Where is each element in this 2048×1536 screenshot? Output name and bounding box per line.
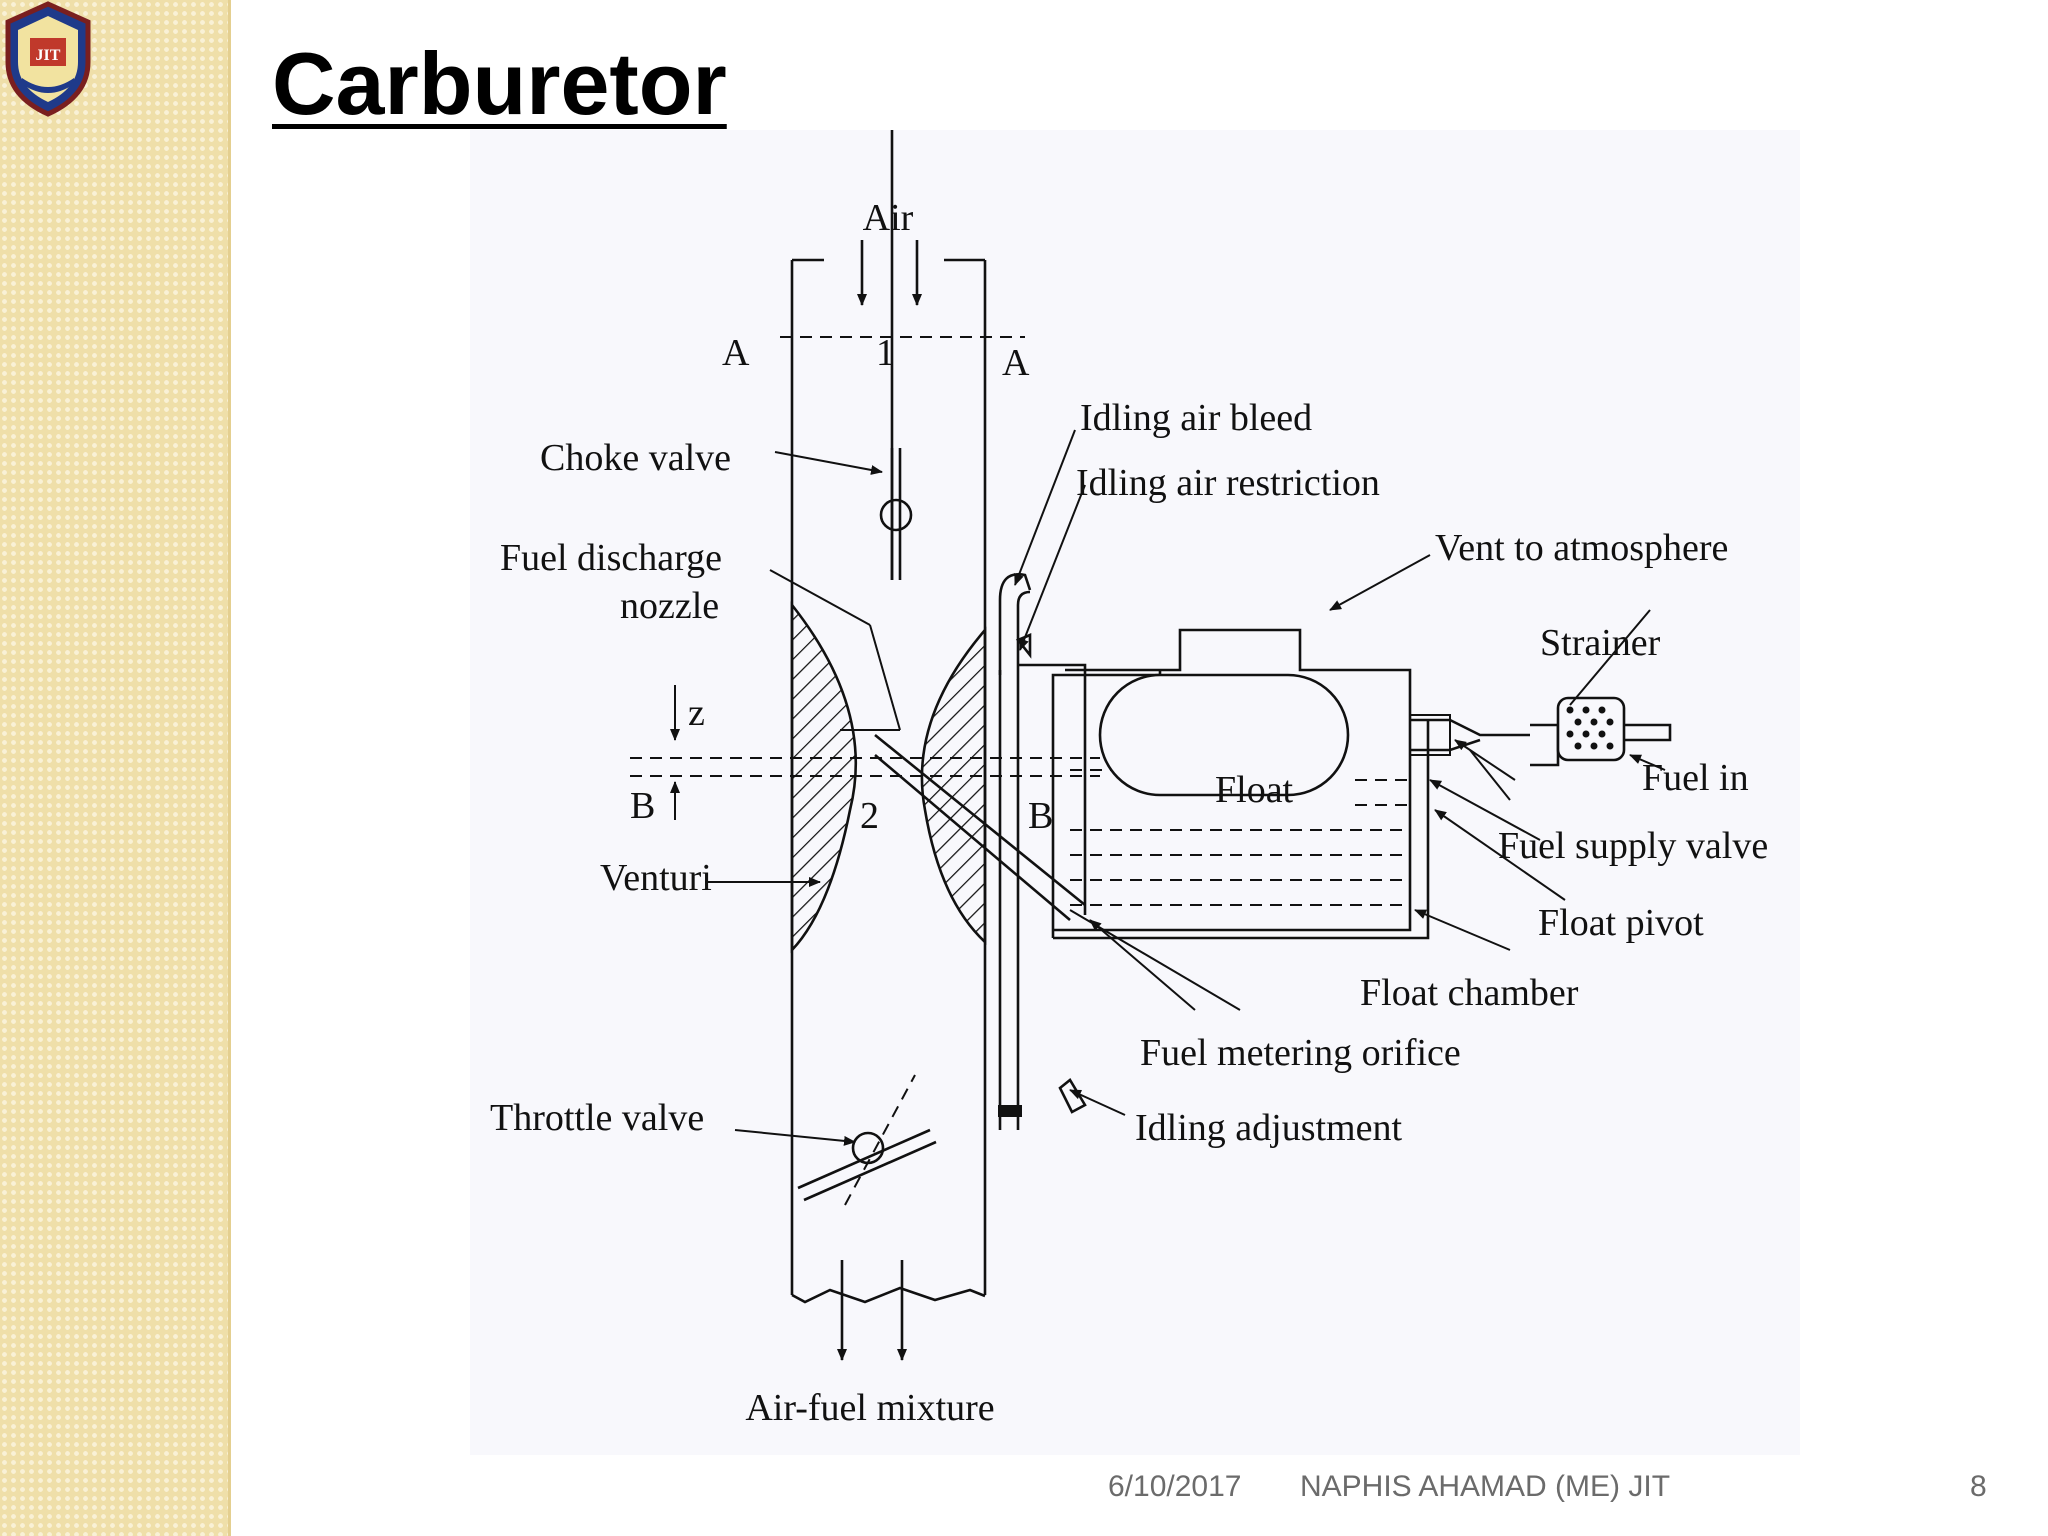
air-fuel-outlet-arrows: [837, 1260, 907, 1361]
label-section-b-right: B: [1028, 795, 1053, 837]
label-idling-adjustment: Idling adjustment: [1135, 1107, 1402, 1149]
fuel-level-lines: [1070, 769, 1410, 906]
institute-logo: JIT: [0, 0, 96, 118]
choke-valve-shape: [879, 130, 913, 580]
sidebar-decorative-band: [0, 0, 231, 1536]
label-fuel-supply-valve: Fuel supply valve: [1498, 825, 1768, 867]
footer-page-number: 8: [1970, 1470, 1987, 1503]
footer-date: 6/10/2017: [1108, 1470, 1242, 1503]
label-section-1: 1: [876, 332, 895, 374]
carburetor-diagram: Air A 1 A Idling air bleed Choke valve I…: [470, 130, 1800, 1455]
float-shape: [1098, 673, 1350, 797]
venturi-throat: [790, 601, 987, 954]
leader-lines: [705, 429, 1666, 1146]
label-z: z: [688, 692, 705, 734]
label-vent-to-atmosphere: Vent to atmosphere: [1435, 527, 1728, 569]
label-venturi: Venturi: [600, 857, 712, 899]
label-idling-air-restriction: Idling air restriction: [1076, 462, 1380, 504]
label-fuel-discharge: Fuel discharge: [500, 537, 722, 579]
label-section-2: 2: [860, 795, 879, 837]
idling-passage: [998, 573, 1087, 1130]
throttle-valve-shape: [797, 1074, 937, 1206]
air-inlet-arrows: [857, 240, 922, 306]
float-chamber-shape: [998, 628, 1530, 940]
label-air: Air: [863, 197, 914, 239]
svg-text:JIT: JIT: [36, 47, 61, 64]
label-strainer: Strainer: [1540, 622, 1661, 664]
fuel-discharge-tube: [840, 729, 1086, 921]
label-float-chamber: Float chamber: [1360, 972, 1579, 1014]
label-float-pivot: Float pivot: [1538, 902, 1704, 944]
label-fuel-in: Fuel in: [1642, 757, 1749, 799]
label-section-a-left: A: [722, 332, 750, 374]
label-choke-valve: Choke valve: [540, 437, 731, 479]
footer-author: NAPHIS AHAMAD (ME) JIT: [1300, 1470, 1671, 1503]
label-section-b-left: B: [630, 785, 655, 827]
label-float: Float: [1215, 769, 1294, 811]
label-idling-air-bleed: Idling air bleed: [1080, 397, 1312, 439]
strainer-shape: [1530, 696, 1672, 767]
label-fuel-metering-orifice: Fuel metering orifice: [1140, 1032, 1461, 1074]
label-section-a-right: A: [1002, 342, 1030, 384]
carburetor-barrel: [630, 258, 1100, 1304]
label-nozzle: nozzle: [620, 585, 719, 627]
label-air-fuel-mixture: Air-fuel mixture: [745, 1387, 994, 1429]
label-throttle-valve: Throttle valve: [490, 1097, 704, 1139]
page-title: Carburetor: [272, 34, 727, 133]
